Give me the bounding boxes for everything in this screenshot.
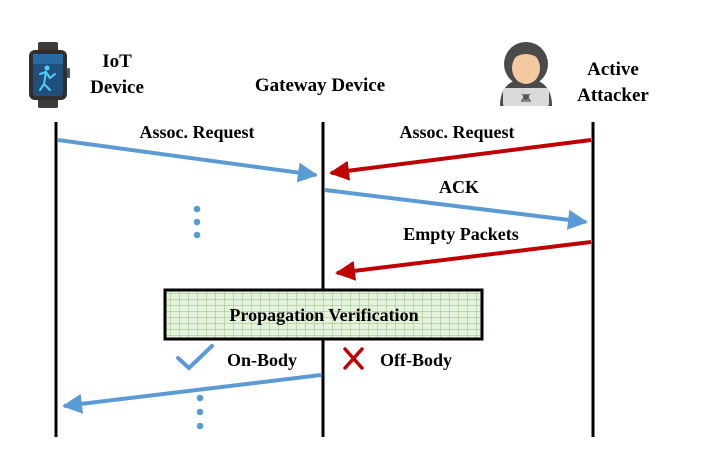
iot-assoc-request-arrow: [57, 138, 318, 183]
attacker-label-line1: Active: [587, 59, 639, 80]
continuation-dots-upper: [193, 205, 201, 239]
empty-packets-label: Empty Packets: [403, 224, 519, 244]
gateway-label: Gateway Device: [255, 75, 385, 96]
attacker-label-line2: Attacker: [577, 85, 649, 106]
checkmark-icon: [176, 344, 214, 371]
iot-label-line1: IoT: [102, 51, 132, 72]
propagation-verification-label: Propagation Verification: [229, 305, 418, 325]
continuation-dots-lower: [196, 394, 204, 430]
attacker-assoc-request-label: Assoc. Request: [400, 122, 515, 142]
iot-label-line2: Device: [90, 77, 144, 98]
smartwatch-icon: [29, 42, 70, 108]
off-body-label: Off-Body: [380, 350, 452, 370]
ack-label: ACK: [439, 177, 479, 197]
on-body-label: On-Body: [227, 350, 297, 370]
response-arrow: [62, 373, 322, 414]
propagation-verification-box: [163, 288, 484, 341]
iot-assoc-request-label: Assoc. Request: [140, 122, 255, 142]
ack-arrow: [324, 188, 588, 230]
cross-icon: [343, 347, 364, 370]
empty-packets-arrow: [335, 240, 592, 281]
hacker-icon: [500, 42, 552, 106]
attacker-assoc-request-arrow: [329, 138, 592, 181]
